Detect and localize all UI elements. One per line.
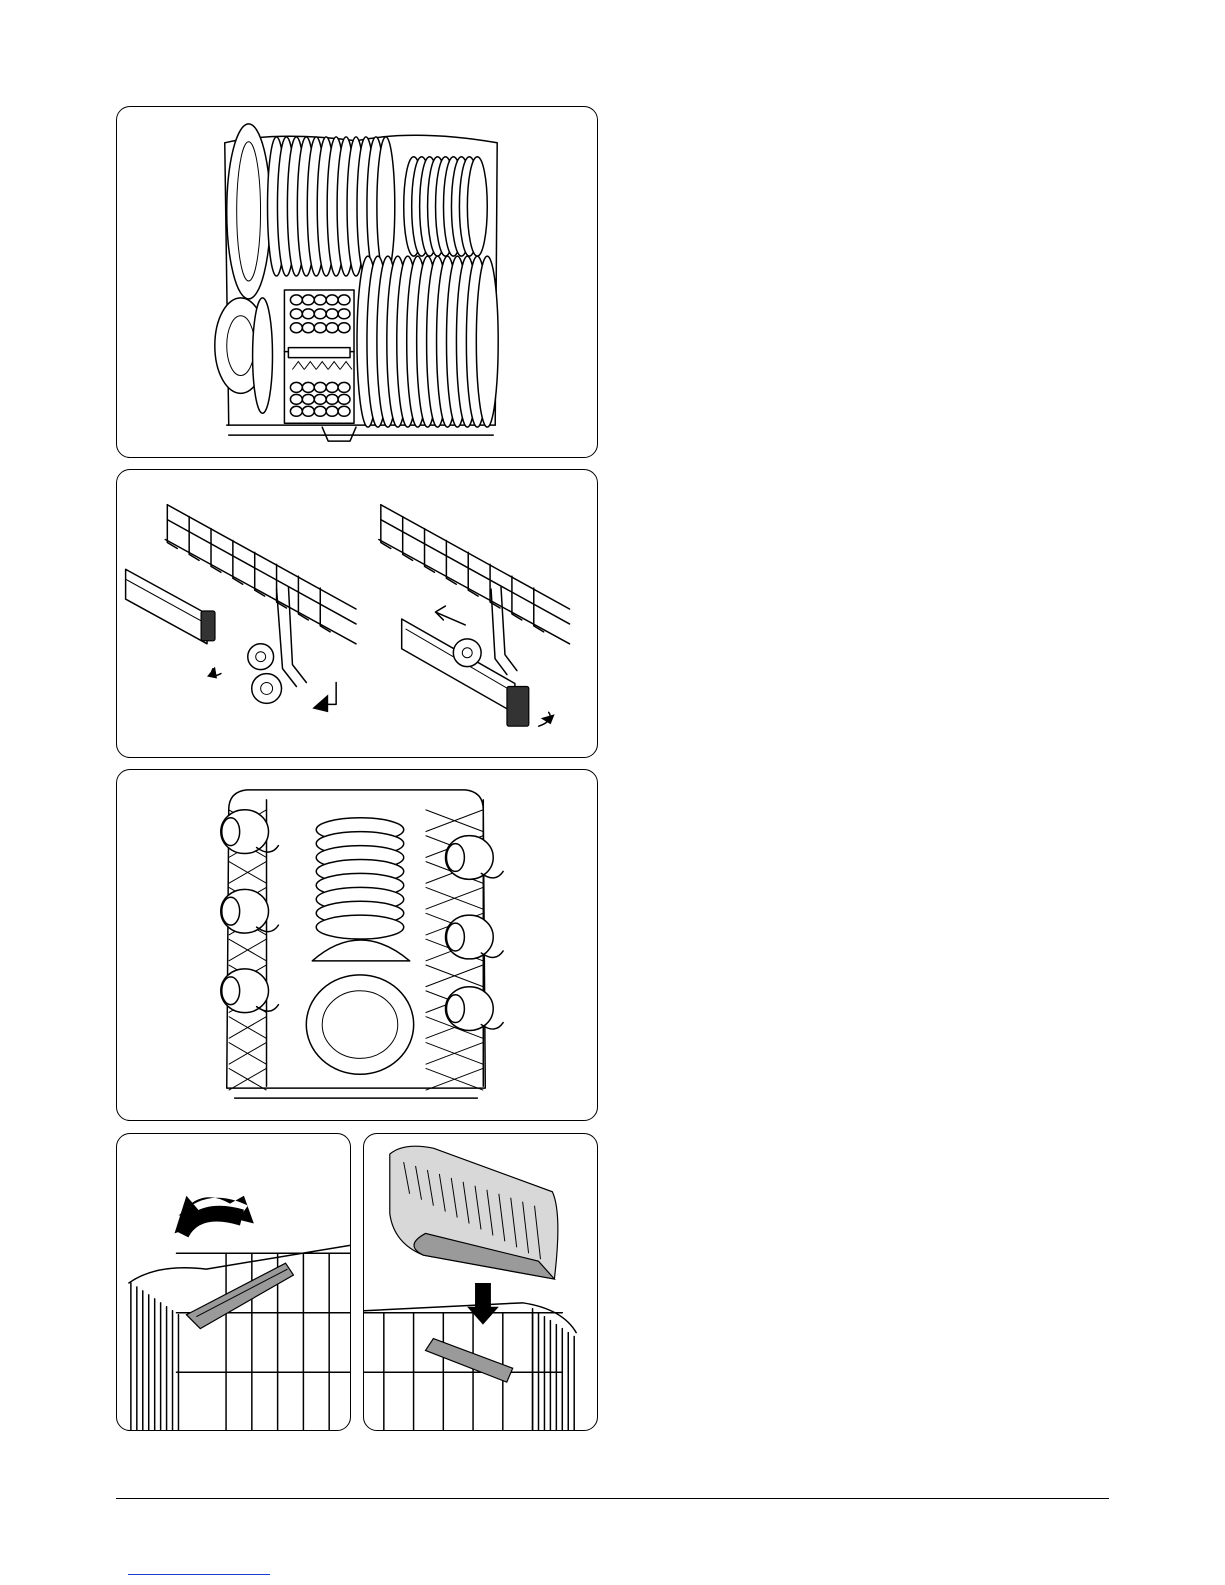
footer-link-underline[interactable] [128,1574,270,1575]
folding-rack [425,1339,512,1383]
cutlery-tray-illustration [364,1134,597,1430]
arrow-down-icon [312,694,328,712]
rail-stopper [201,611,215,641]
footer-rule [116,1498,1109,1499]
wheel-upper [248,644,274,670]
lower-basket-illustration [117,107,597,457]
rail-stopper-closed [507,686,529,726]
wheel-lower [252,674,282,704]
figure-basket-wheels [116,469,598,758]
upper-basket-illustration [117,770,597,1120]
basket-wheels-illustration [117,470,597,757]
wheel [453,639,481,667]
figure-folding-rack [116,1133,351,1431]
arrow-left-icon [435,606,465,625]
figure-cutlery-tray [363,1133,598,1431]
folding-rack-illustration [117,1134,350,1430]
left-view [126,505,356,713]
figure-lower-basket [116,106,598,458]
right-view [379,505,570,726]
figure-upper-basket [116,769,598,1121]
